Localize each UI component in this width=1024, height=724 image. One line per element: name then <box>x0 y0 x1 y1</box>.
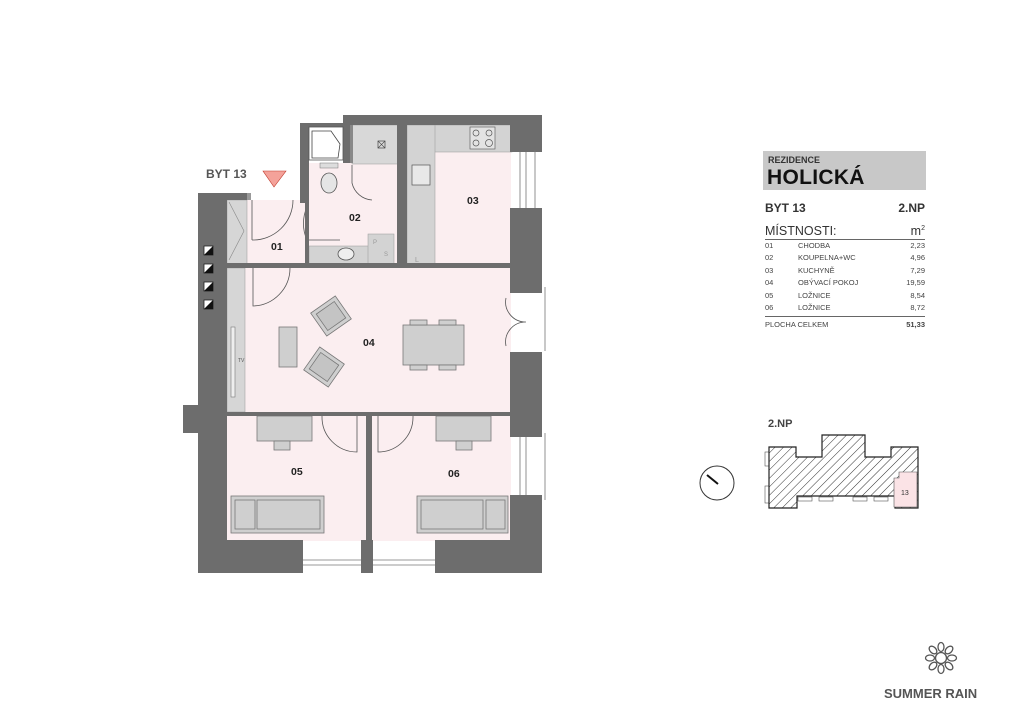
table-row: 06 LOŽNICE 8,72 <box>765 302 925 315</box>
room-name: KOUPELNA+WC <box>798 253 856 263</box>
tv <box>230 326 236 398</box>
armchair <box>303 346 345 388</box>
fixture-label-p: P <box>373 240 377 246</box>
room-label: 03 <box>467 195 479 207</box>
project-title: HOLICKÁ <box>767 166 865 189</box>
room-area: 8,54 <box>910 290 925 300</box>
rooms-table: 01 CHODBA 2,23 02 KOUPELNA+WC 4,96 03 KUCHYNĚ… <box>765 239 925 314</box>
brand-name: SUMMER RAIN <box>884 686 978 701</box>
entry-marker-icon <box>262 170 287 188</box>
room-area: 4,96 <box>910 253 925 263</box>
cooktop <box>469 126 496 150</box>
key-plan: 13 <box>764 434 919 509</box>
room-label: 04 <box>363 337 375 349</box>
fixture-label-l: L <box>415 257 419 264</box>
table-row: 04 OBÝVACÍ POKOJ 19,59 <box>765 277 925 290</box>
key-plan-floor-label: 2.NP <box>768 418 793 430</box>
desk <box>435 415 492 442</box>
apartment-name: BYT 13 <box>765 201 806 215</box>
total-label: PLOCHA CELKEM <box>765 320 829 329</box>
room-label: 02 <box>349 212 361 224</box>
table-row: 05 LOŽNICE 8,54 <box>765 289 925 302</box>
total-area-row: PLOCHA CELKEM 51,33 <box>765 316 925 329</box>
room-area: 19,59 <box>906 278 925 288</box>
tv-label: TV <box>238 358 245 364</box>
room-03-floor <box>435 152 511 266</box>
room-labels: 01 02 03 04 05 06 <box>271 195 479 480</box>
project-header: REZIDENCE HOLICKÁ <box>763 151 926 190</box>
fixtures: L P S TV <box>226 124 513 413</box>
room-area: 2,23 <box>910 240 925 250</box>
tv-cabinet <box>226 267 246 413</box>
room-area: 8,72 <box>910 303 925 313</box>
project-subtitle: REZIDENCE <box>768 155 821 165</box>
north-arrow-icon <box>699 465 735 501</box>
wardrobe <box>226 199 248 265</box>
rooms-header: MÍSTNOSTI: m2 <box>765 224 925 240</box>
room-no: 06 <box>765 303 774 313</box>
apartment-info: BYT 13 2.NP <box>765 201 925 215</box>
room-name: LOŽNICE <box>798 290 831 300</box>
apartment-label: BYT 13 <box>206 167 247 181</box>
kitchen-sink <box>411 164 431 186</box>
table-row: 03 KUCHYNĚ 7,29 <box>765 264 925 277</box>
table-row: 01 CHODBA 2,23 <box>765 239 925 252</box>
room-label: 05 <box>291 466 303 478</box>
dining-table <box>402 324 465 366</box>
armchair <box>310 295 352 337</box>
bed <box>230 495 325 534</box>
bed <box>416 495 509 534</box>
total-area: 51,33 <box>906 320 925 329</box>
key-plan-unit-label: 13 <box>901 490 909 497</box>
rooms-header-unit: m2 <box>911 224 925 238</box>
room-name: OBÝVACÍ POKOJ <box>798 278 859 288</box>
shower <box>351 124 406 165</box>
room-label: 06 <box>448 468 460 480</box>
furniture <box>230 295 509 534</box>
washer-dryer <box>367 233 395 265</box>
windows <box>303 150 546 566</box>
unit-sup: 2 <box>921 224 925 232</box>
room-no: 01 <box>765 240 774 250</box>
room-name: LOŽNICE <box>798 303 831 313</box>
room-no: 03 <box>765 265 774 275</box>
room-name: CHODBA <box>798 240 831 250</box>
desk <box>256 415 313 442</box>
fixture-label-s: S <box>384 252 388 258</box>
summer-rain-logo-icon <box>924 641 958 675</box>
kitchen-counter-side <box>406 124 436 267</box>
rooms-header-label: MÍSTNOSTI: <box>765 224 837 238</box>
room-area: 7,29 <box>910 265 925 275</box>
coffee-table <box>278 326 298 368</box>
walls <box>183 115 542 573</box>
key-plan-unit-13 <box>893 471 918 508</box>
room-label: 01 <box>271 241 283 253</box>
room-no: 05 <box>765 290 774 300</box>
room-no: 02 <box>765 253 774 263</box>
table-row: 02 KOUPELNA+WC 4,96 <box>765 252 925 265</box>
wall-markers <box>203 245 214 310</box>
unit: m <box>910 224 922 238</box>
room-no: 04 <box>765 278 774 288</box>
room-name: KUCHYNĚ <box>798 265 835 275</box>
apartment-floor: 2.NP <box>898 201 925 215</box>
toilet <box>320 172 338 194</box>
